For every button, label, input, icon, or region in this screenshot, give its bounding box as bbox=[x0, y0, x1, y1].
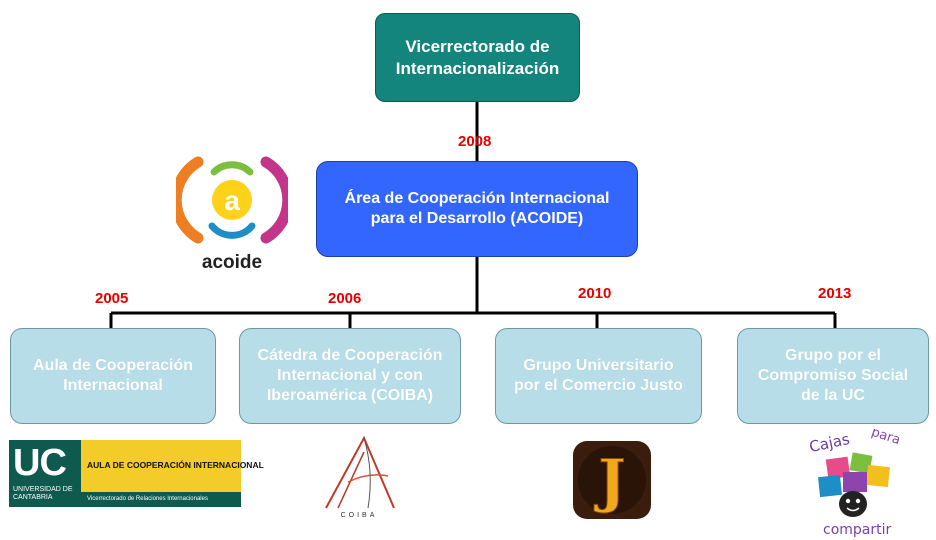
cajas-para-compartir-logo: Cajas para compartir bbox=[797, 425, 909, 540]
acoide-label: Área de Cooperación Internacional para e… bbox=[344, 190, 610, 227]
acoide-logo-letter: a bbox=[224, 185, 240, 216]
uc-logo-letters: UC bbox=[13, 442, 67, 484]
coiba-logo-text: COIBA bbox=[340, 512, 378, 519]
catedra-coiba-box: Cátedra de Cooperación Internacional y c… bbox=[239, 328, 461, 424]
acoide-logo: a acoide bbox=[170, 152, 296, 277]
grupo-compromiso-social-box: Grupo por el Compromiso Social de la UC bbox=[737, 328, 929, 424]
year-2013: 2013 bbox=[818, 285, 852, 302]
comercio-justo-logo-mark: J bbox=[573, 441, 651, 519]
comercio-justo-logo: J bbox=[573, 441, 651, 519]
uc-aula-logo: UC UNIVERSIDAD DE CANTABRIA AULA DE COOP… bbox=[9, 440, 264, 507]
grupo-compromiso-social-label: Grupo por el Compromiso Social de la UC bbox=[757, 347, 909, 404]
uc-logo-vicerrectorado-text: Vicerrectorado de Relaciones Internacion… bbox=[81, 492, 241, 507]
acoide-logo-text: acoide bbox=[201, 252, 263, 273]
comercio-justo-logo-letter: J bbox=[593, 447, 625, 515]
cajas-logo-word-compartir: compartir bbox=[823, 522, 892, 538]
grupo-comercio-justo-label: Grupo Universitario por el Comercio Just… bbox=[514, 357, 683, 394]
acoide-box: Área de Cooperación Internacional para e… bbox=[316, 161, 638, 257]
acoide-logo-mark: a bbox=[170, 156, 294, 244]
year-2005: 2005 bbox=[95, 290, 129, 307]
uc-logo-aula-text: AULA DE COOPERACIÓN INTERNACIONAL bbox=[87, 460, 264, 470]
aula-cooperacion-box: Aula de Cooperación Internacional bbox=[10, 328, 216, 424]
grupo-comercio-justo-box: Grupo Universitario por el Comercio Just… bbox=[495, 328, 702, 424]
vicerrectorado-box: Vicerrectorado de Internacionalización bbox=[375, 13, 580, 102]
uc-logo-banner: AULA DE COOPERACIÓN INTERNACIONAL Vicerr… bbox=[81, 440, 264, 507]
uc-logo-block: UC UNIVERSIDAD DE CANTABRIA bbox=[9, 440, 81, 507]
uc-logo-university: UNIVERSIDAD DE CANTABRIA bbox=[13, 486, 73, 501]
vicerrectorado-label: Vicerrectorado de Internacionalización bbox=[395, 37, 560, 78]
catedra-coiba-label: Cátedra de Cooperación Internacional y c… bbox=[257, 347, 443, 404]
coiba-logo: COIBA bbox=[318, 432, 400, 524]
year-2006: 2006 bbox=[328, 290, 362, 307]
year-2008: 2008 bbox=[458, 133, 492, 150]
aula-cooperacion-label: Aula de Cooperación Internacional bbox=[32, 357, 194, 394]
cajas-logo-mark bbox=[818, 452, 890, 517]
coiba-logo-mark bbox=[325, 435, 395, 509]
year-2010: 2010 bbox=[578, 285, 612, 302]
